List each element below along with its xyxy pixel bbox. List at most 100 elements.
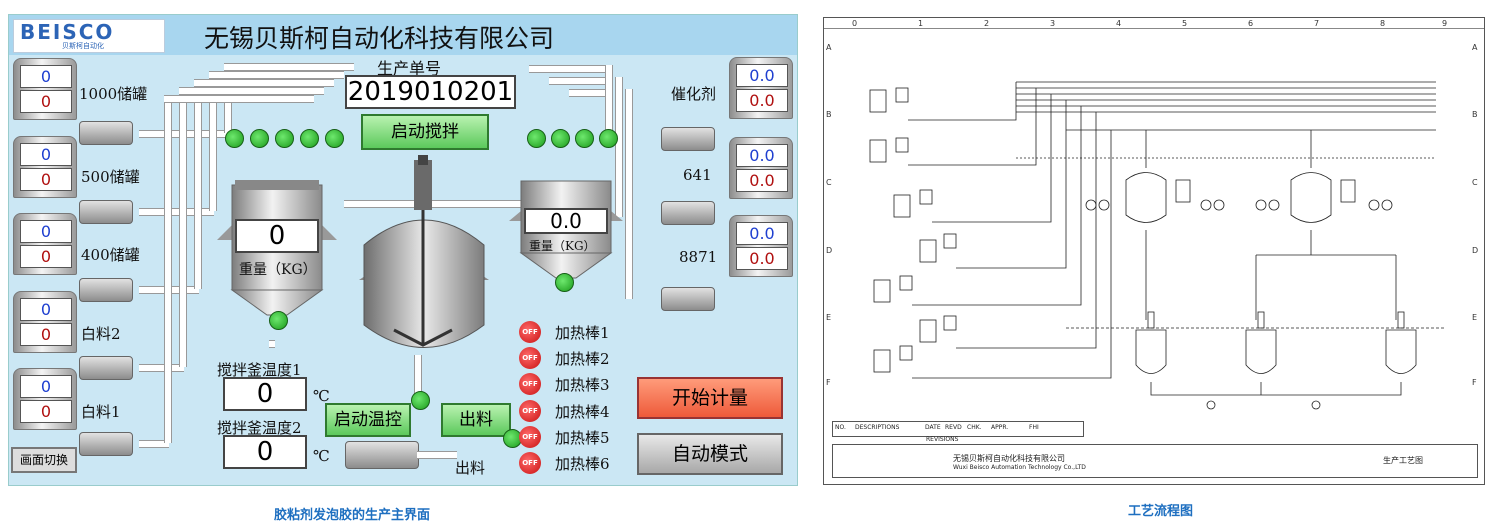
tank-label: 1000储罐 [79, 85, 148, 103]
row-letter: D [826, 246, 833, 255]
right-tank-label: 8871 [679, 248, 718, 266]
pump[interactable] [79, 200, 133, 224]
valve-indicator[interactable] [225, 129, 244, 148]
valve-indicator[interactable] [575, 129, 594, 148]
valve-indicator[interactable] [250, 129, 269, 148]
tank-level-value: 0 [20, 375, 72, 398]
right-caption: 工艺流程图 [1128, 504, 1194, 519]
start-mixing-button[interactable]: 启动搅拌 [361, 114, 489, 150]
tank-weight-value: 0 [20, 168, 72, 191]
pipe [549, 77, 609, 85]
tank-weight-value: 0.0 [736, 247, 788, 270]
row-letter: B [1472, 110, 1478, 119]
left-weight-unit: 重量（KG） [239, 262, 317, 278]
rev-col-fhi: FHI [1029, 424, 1039, 431]
heater-5-status[interactable]: OFF [519, 426, 541, 448]
heater-4-status[interactable]: OFF [519, 400, 541, 422]
temp1-value: 0 [223, 377, 307, 411]
row-letter: A [826, 43, 832, 52]
tank-level-value: 0.0 [736, 144, 788, 167]
catalyst-tank: 0.0 0.0 [729, 57, 793, 119]
right-tank-label: 641 [683, 166, 712, 184]
valve-indicator[interactable] [551, 129, 570, 148]
storage-tank-500: 0 0 [13, 136, 77, 198]
pipe [414, 355, 422, 395]
heater-1-status[interactable]: OFF [519, 321, 541, 343]
tank-label: 白料1 [81, 403, 121, 421]
pump[interactable] [79, 432, 133, 456]
heater-6-status[interactable]: OFF [519, 452, 541, 474]
col-number: 3 [1050, 19, 1056, 28]
start-metering-button[interactable]: 开始计量 [637, 377, 783, 419]
pump[interactable] [79, 121, 133, 145]
discharge-pump[interactable] [345, 441, 419, 469]
rev-col-revd: REVD [945, 424, 962, 431]
storage-tank-1000: 0 0 [13, 58, 77, 120]
storage-tank-white2: 0 0 [13, 291, 77, 353]
valve-indicator[interactable] [300, 129, 319, 148]
valve-indicator[interactable] [269, 311, 288, 330]
drawing-title: 生产工艺图 [1383, 456, 1423, 465]
col-number: 5 [1182, 19, 1188, 28]
heater-3-status[interactable]: OFF [519, 373, 541, 395]
col-number: 4 [1116, 19, 1122, 28]
valve-indicator[interactable] [325, 129, 344, 148]
right-weight-unit: 重量（KG） [529, 239, 596, 253]
col-number: 6 [1248, 19, 1254, 28]
row-letter: A [1472, 43, 1478, 52]
heater-3-label: 加热棒3 [555, 376, 610, 394]
tank-weight-value: 0 [20, 90, 72, 113]
rev-col-chk: CHK. [967, 424, 982, 431]
pipe [209, 71, 217, 211]
rev-col-date: DATE [925, 424, 941, 431]
col-number: 1 [918, 19, 924, 28]
col-number: 2 [984, 19, 990, 28]
discharge-button[interactable]: 出料 [441, 403, 511, 437]
pipe [569, 89, 609, 97]
tank-weight-value: 0 [20, 245, 72, 268]
pipe [417, 451, 457, 459]
rev-col-appr: APPR. [991, 424, 1009, 431]
heater-5-label: 加热棒5 [555, 429, 610, 447]
temp2-value: 0 [223, 435, 307, 469]
pump[interactable] [79, 356, 133, 380]
pump[interactable] [661, 287, 715, 311]
tank-label: 500储罐 [81, 168, 140, 186]
row-letter: F [826, 378, 831, 387]
auto-mode-button[interactable]: 自动模式 [637, 433, 783, 475]
row-letter: D [1472, 246, 1479, 255]
temp2-unit: ℃ [313, 447, 330, 465]
tank-641: 0.0 0.0 [729, 137, 793, 199]
pump[interactable] [661, 201, 715, 225]
heater-2-status[interactable]: OFF [519, 347, 541, 369]
pipe [224, 63, 354, 71]
start-temp-control-button[interactable]: 启动温控 [325, 403, 411, 437]
temp2-label: 搅拌釜温度2 [217, 419, 302, 437]
storage-tank-white1: 0 0 [13, 368, 77, 430]
company-name: 无锡贝斯柯自动化科技有限公司 [204, 24, 555, 53]
revision-table: NO. DESCRIPTIONS DATE REVD CHK. APPR. FH… [832, 421, 1084, 437]
tank-8871: 0.0 0.0 [729, 215, 793, 277]
pipe [625, 89, 633, 299]
valve-indicator[interactable] [411, 391, 430, 410]
left-caption: 胶粘剂发泡胶的生产主界面 [274, 508, 431, 523]
order-number-field[interactable]: 2019010201 [345, 75, 516, 109]
tank-weight-value: 0.0 [736, 89, 788, 112]
tank-level-value: 0 [20, 220, 72, 243]
pipe [164, 95, 172, 443]
valve-indicator[interactable] [555, 273, 574, 292]
valve-indicator[interactable] [527, 129, 546, 148]
tank-level-value: 0.0 [736, 222, 788, 245]
pipe [139, 364, 184, 372]
title-company-en: Wuxi Beisco Automation Technology Co.,LT… [953, 464, 1086, 471]
pump[interactable] [79, 278, 133, 302]
pump[interactable] [661, 127, 715, 151]
pipe [615, 77, 623, 217]
row-letter: F [1472, 378, 1477, 387]
valve-indicator[interactable] [275, 129, 294, 148]
tank-level-value: 0 [20, 65, 72, 88]
hmi-header: BEISCO 贝斯柯自动化 无锡贝斯柯自动化科技有限公司 [9, 15, 797, 55]
heater-6-label: 加热棒6 [555, 455, 610, 473]
valve-indicator[interactable] [599, 129, 618, 148]
screen-switch-button[interactable]: 画面切换 [11, 447, 77, 473]
